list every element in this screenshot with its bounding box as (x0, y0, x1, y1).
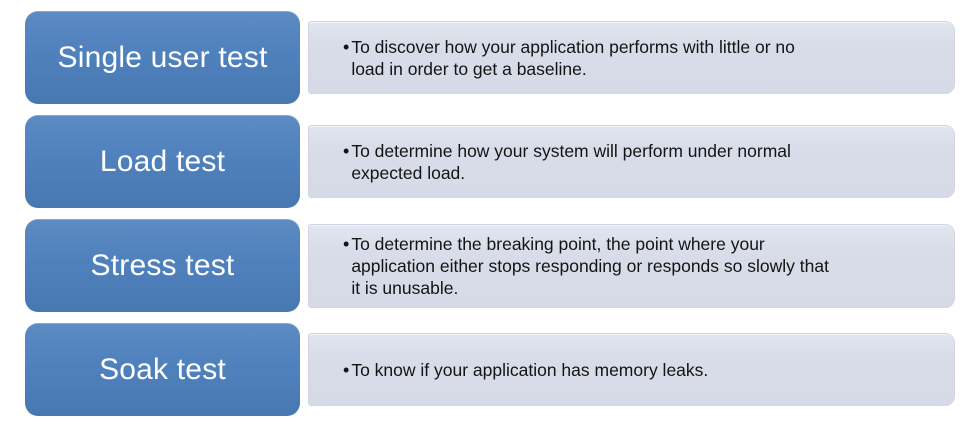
description-panel-soak-test: • To know if your application has memory… (308, 333, 955, 406)
stage-title-label: Load test (99, 144, 226, 178)
description-panel-single-user-test: • To discover how your application perfo… (308, 21, 955, 94)
stage-box-stress-test: Stress test (25, 219, 300, 312)
bullet-line: • To know if your application has memory… (343, 359, 708, 381)
bullet-icon: • (343, 359, 350, 380)
stage-title-label: Stress test (90, 248, 235, 282)
description-panel-load-test: • To determine how your system will perf… (308, 125, 955, 198)
bullet-icon: • (343, 233, 350, 254)
bullet-line: • To determine the breaking point, the p… (343, 233, 829, 299)
description-text: To discover how your application perform… (351, 36, 795, 79)
stage-box-load-test: Load test (25, 115, 300, 208)
description-text: To determine the breaking point, the poi… (351, 233, 829, 298)
description-panel-stress-test: • To determine the breaking point, the p… (308, 223, 955, 308)
bullet-icon: • (343, 36, 350, 57)
diagram-row-soak-test: Soak test • To know if your application … (25, 323, 955, 416)
description-text: To determine how your system will perfor… (351, 140, 791, 183)
stage-box-single-user-test: Single user test (25, 11, 300, 104)
stage-title-label: Soak test (99, 352, 226, 386)
diagram-row-stress-test: Stress test • To determine the breaking … (25, 219, 955, 312)
diagram-row-single-user-test: Single user test • To discover how your … (25, 11, 955, 104)
description-text: To know if your application has memory l… (351, 359, 709, 380)
stage-box-soak-test: Soak test (25, 323, 300, 416)
bullet-line: • To determine how your system will perf… (343, 140, 791, 184)
diagram-row-load-test: Load test • To determine how your system… (25, 115, 955, 208)
bullet-line: • To discover how your application perfo… (343, 36, 795, 80)
bullet-icon: • (343, 140, 350, 161)
stage-title-label: Single user test (57, 40, 268, 74)
